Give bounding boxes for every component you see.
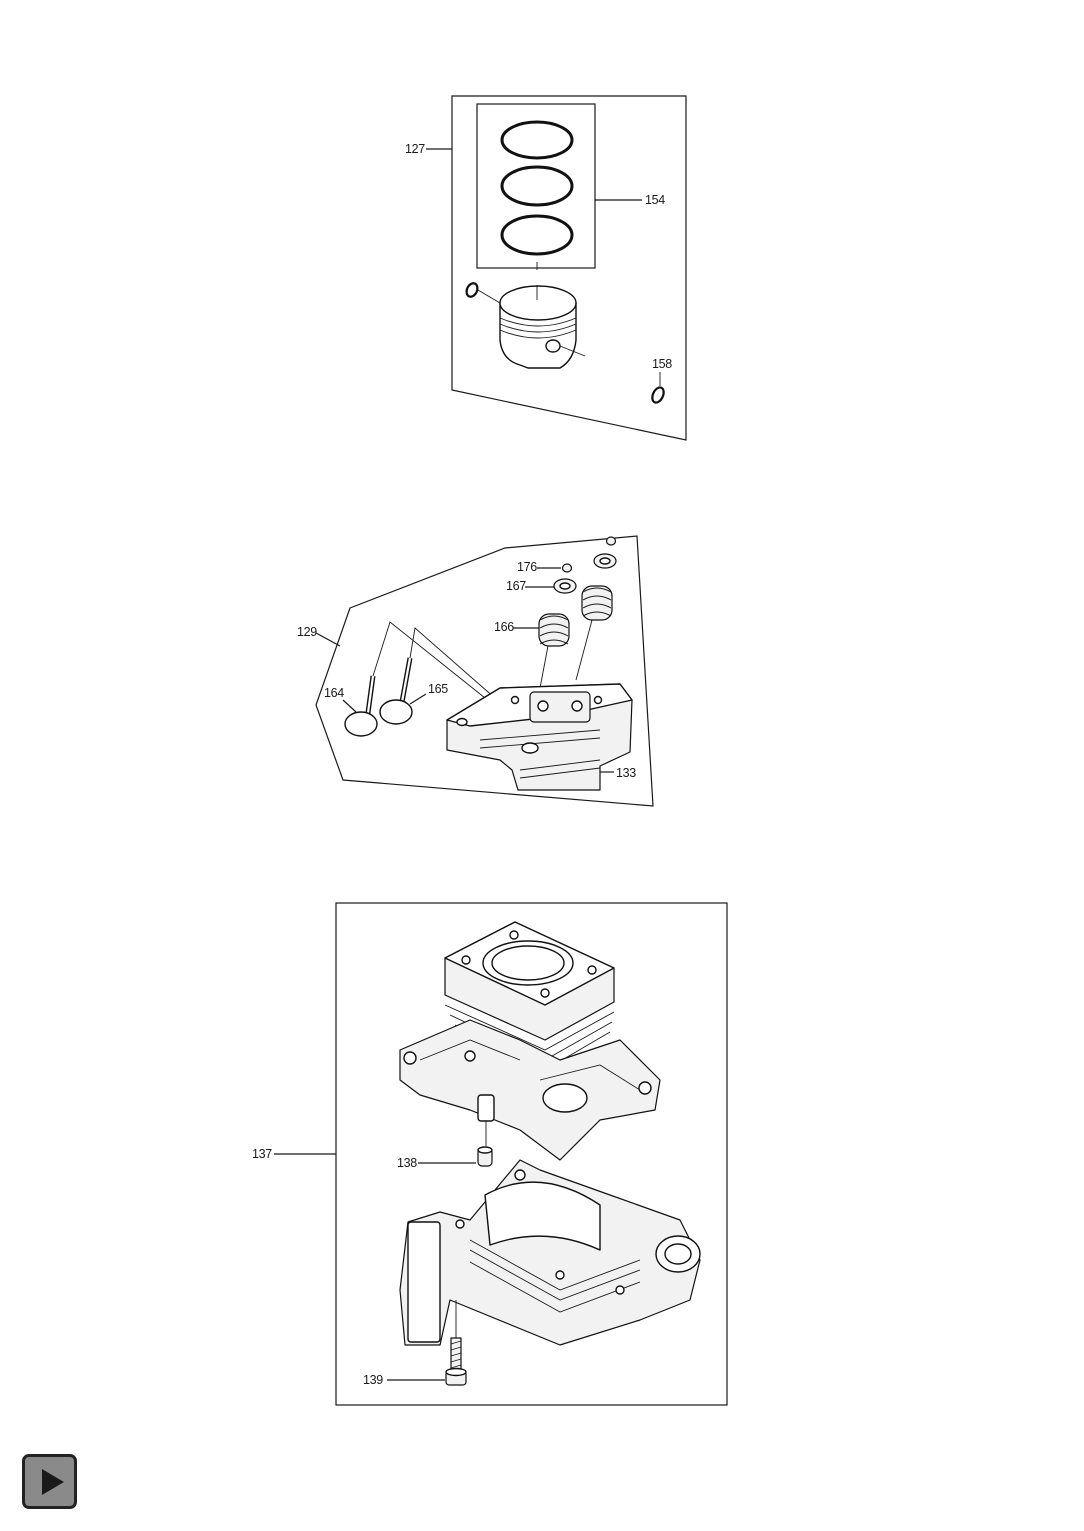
lower-crankcase — [399, 1159, 701, 1346]
piston-ring-top — [500, 120, 574, 160]
intake-valve — [344, 675, 378, 737]
callout-176: 176 — [517, 560, 537, 574]
callout-167: 167 — [506, 579, 526, 593]
play-triangle-icon — [42, 1469, 64, 1495]
piston-ring-oil — [500, 214, 574, 256]
crankcase-group: 137 138 139 — [252, 902, 728, 1406]
circlip-right — [651, 386, 665, 404]
callout-165: 165 — [428, 682, 448, 696]
callout-154: 154 — [645, 193, 665, 207]
callout-133: 133 — [616, 766, 636, 780]
valve-spring-left — [538, 613, 570, 647]
valve-spring-right — [581, 585, 613, 621]
callout-158: 158 — [652, 357, 672, 371]
cylinder-head — [446, 683, 633, 791]
next-page-button[interactable] — [22, 1454, 77, 1509]
callout-129: 129 — [297, 625, 317, 639]
piston-ring-middle — [500, 165, 574, 207]
callout-164: 164 — [324, 686, 344, 700]
dowel-pin — [477, 1146, 493, 1167]
exhaust-valve — [379, 657, 413, 725]
cylinder-block — [399, 921, 661, 1161]
valve-cap-left — [561, 563, 573, 573]
piston — [499, 285, 586, 369]
callout-137: 137 — [252, 1147, 272, 1161]
circlip-left — [465, 282, 479, 298]
callout-166: 166 — [494, 620, 514, 634]
callout-127: 127 — [405, 142, 425, 156]
cylinder-head-group: 129 176 167 166 164 165 133 — [297, 535, 654, 807]
bolt — [445, 1337, 467, 1386]
callout-138: 138 — [397, 1156, 417, 1170]
callout-139: 139 — [363, 1373, 383, 1387]
valve-cap-right — [605, 536, 617, 546]
piston-kit-group: 127 154 158 — [405, 95, 687, 441]
